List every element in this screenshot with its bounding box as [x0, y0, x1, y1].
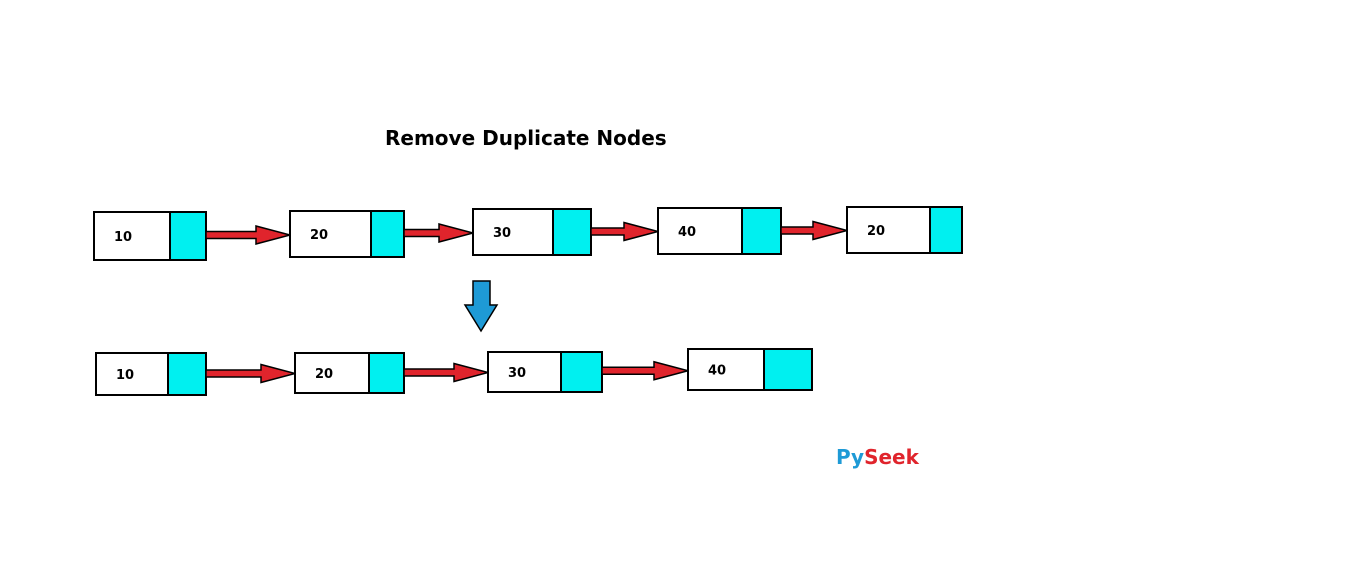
after-link-arrow-2	[601, 360, 691, 381]
before-node-value-0: 10	[114, 230, 132, 245]
before-node-pointer-3	[741, 207, 782, 255]
down-arrow-icon	[463, 280, 499, 333]
before-node-pointer-4	[929, 206, 963, 254]
diagram-title: Remove Duplicate Nodes	[385, 126, 667, 150]
after-node-value-3: 40	[708, 364, 726, 379]
after-node-value-2: 30	[508, 366, 526, 381]
before-node-pointer-0	[169, 211, 207, 261]
after-node-value-0: 10	[116, 368, 134, 383]
brand-logo: PySeek	[836, 445, 919, 469]
after-node-pointer-1	[368, 352, 405, 394]
before-link-arrow-2	[590, 221, 661, 242]
before-node-pointer-1	[370, 210, 405, 258]
before-node-pointer-2	[552, 208, 592, 256]
before-node-value-1: 20	[310, 228, 328, 243]
before-node-value-3: 40	[678, 225, 696, 240]
before-node-value-2: 30	[493, 226, 511, 241]
after-node-pointer-0	[167, 352, 207, 396]
before-link-arrow-3	[780, 220, 850, 241]
after-node-value-1: 20	[315, 367, 333, 382]
after-node-pointer-3	[763, 348, 813, 391]
before-link-arrow-1	[403, 223, 476, 243]
before-node-value-4: 20	[867, 224, 885, 239]
after-link-arrow-1	[403, 362, 491, 383]
after-link-arrow-0	[205, 363, 298, 384]
after-node-pointer-2	[560, 351, 603, 393]
brand-seek: Seek	[864, 445, 919, 469]
before-link-arrow-0	[205, 225, 293, 245]
brand-py: Py	[836, 445, 865, 469]
